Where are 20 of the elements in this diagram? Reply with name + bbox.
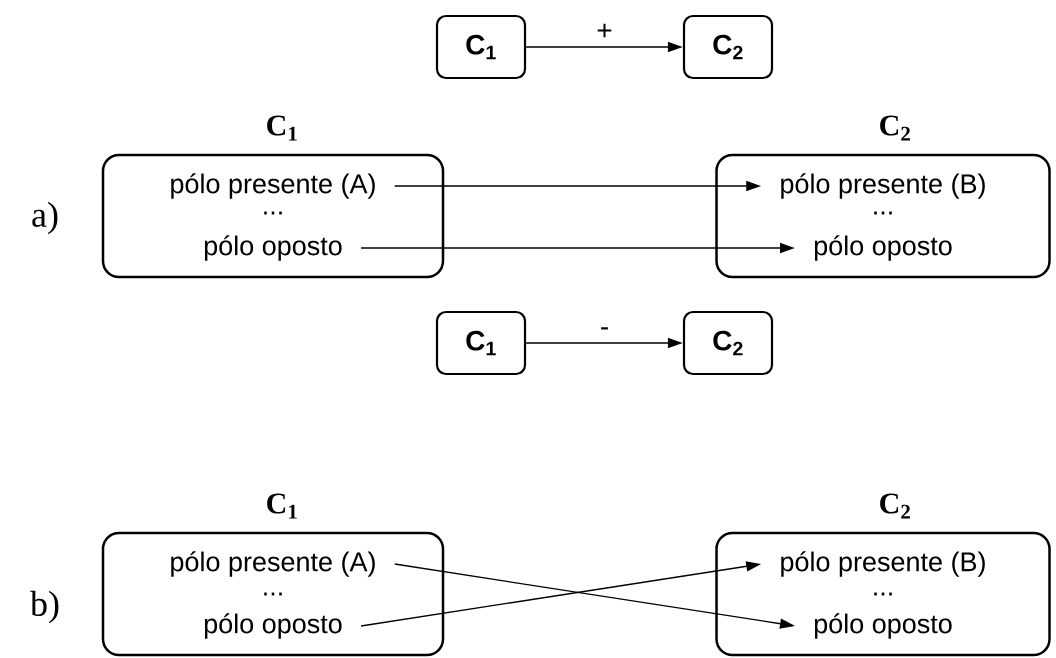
part-label: a) [32,201,58,235]
pole-text: pólo oposto [814,235,952,261]
box-heading: C$_{2}$ [880,493,910,519]
concept-box: C$_{2}$ [682,310,774,376]
concept-box: C$_{1}$ [435,14,527,80]
box-heading: C$_{2}$ [880,115,910,141]
pole-text: pólo presente (B) [781,551,985,577]
pole-text: pólo oposto [204,235,342,261]
part-label: b) [30,590,59,624]
concept-box: C$_{2}$ [682,14,774,80]
edge-label: + [597,23,612,38]
pole-text: pólo oposto [814,613,952,639]
box-heading: C$_{1}$ [267,115,297,141]
pole-text: pólo presente (A) [171,551,375,577]
pole-text: pólo presente (A) [171,173,375,199]
box-heading: C$_{1}$ [267,493,297,519]
pole-text: pólo presente (B) [781,173,985,199]
concept-box: C$_{1}$ [435,310,527,376]
edge-label: - [601,327,608,330]
pole-text: pólo oposto [204,613,342,639]
